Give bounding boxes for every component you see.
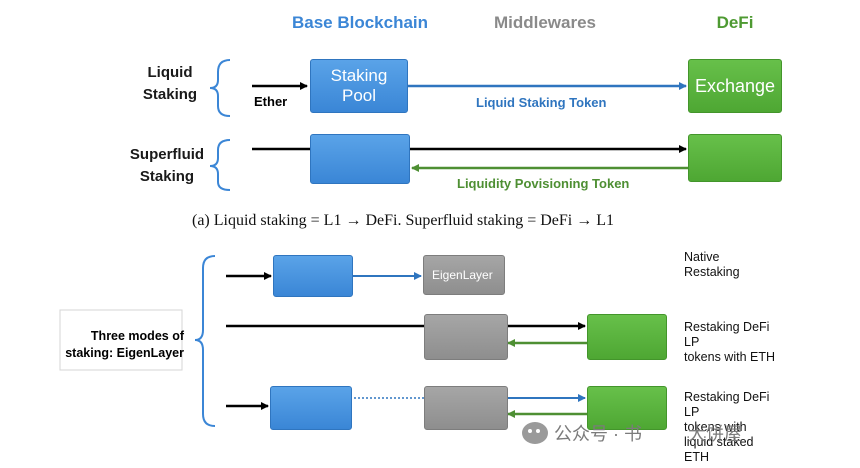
native-base-box <box>273 255 353 297</box>
wechat-icon <box>522 422 548 444</box>
header-middlewares: Middlewares <box>493 13 597 32</box>
liquidity-provisioning-token-label: Liquidity Povisioning Token <box>457 176 630 191</box>
defi-box-row2 <box>587 314 667 360</box>
middleware-box-row3 <box>424 386 508 430</box>
defi-box-row3 <box>587 386 667 430</box>
exchange-box: Exchange <box>688 59 782 113</box>
base-box-row3 <box>270 386 352 430</box>
liquid-staking-token-label: Liquid Staking Token <box>476 95 607 110</box>
wechat-watermark: 公众号 · 书 大饼屋 <box>522 420 742 446</box>
base-chain-box-superfluid <box>310 134 410 184</box>
eigenlayer-box: EigenLayer <box>423 255 505 295</box>
defi-box-superfluid <box>688 134 782 182</box>
header-base-blockchain: Base Blockchain <box>291 13 429 32</box>
figure-caption: (a) Liquid staking = L1 → DeFi. Superflu… <box>192 212 614 229</box>
middleware-box-row2 <box>424 314 508 360</box>
ether-label: Ether <box>254 94 288 109</box>
header-defi: DeFi <box>716 13 754 32</box>
